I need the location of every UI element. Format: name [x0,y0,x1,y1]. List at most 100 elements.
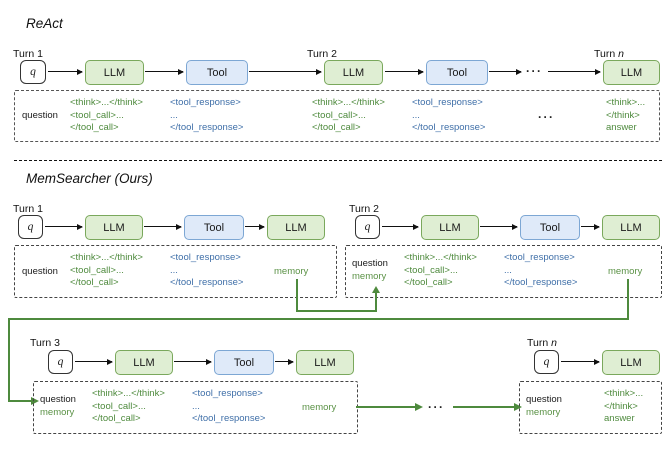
token-toolresp-open-mem-2: <tool_response> [504,252,575,263]
token-group-react-tool1: <tool_response> ... </tool_response> [170,97,243,135]
turn-label-react-2: Turn 2 [307,48,337,60]
arrow-mem3-q-llm [75,361,112,363]
token-toolresp-close-mem-1: </tool_response> [170,277,244,288]
node-llm-mem-1b[interactable]: LLM [267,215,325,240]
section-title-memsearcher: MemSearcher (Ours) [26,171,153,186]
node-tool-react-1[interactable]: Tool [186,60,248,85]
token-toolcall-open-react-2: <tool_call>... [312,109,366,121]
token-think-close-mem-n: </think> [604,400,638,412]
token-question-mem-1: question [22,266,58,277]
token-answer-react-n: answer [606,122,637,133]
token-memory-out-mem-1: memory [274,266,309,277]
token-group-react-tool2: <tool_response> ... </tool_response> [412,97,485,135]
node-tool-mem-2[interactable]: Tool [520,215,580,240]
arrow-react-tool2-ellipsis [489,71,521,73]
token-toolcall-open-react-1: <tool_call>... [70,109,124,121]
node-tool-mem-3[interactable]: Tool [214,350,274,375]
token-group-mem3-tool: <tool_response> ... </tool_response> [192,388,265,426]
token-toolresp-close-mem-3: </tool_response> [192,413,266,424]
turn-label-mem-n-index: n [551,337,557,349]
turn-label-mem-n-prefix: Turn [527,337,552,349]
token-toolresp-dots-react-1: ... [170,109,178,121]
token-answer-mem-n: answer [604,413,635,424]
arrow-react-llm2-tool2 [385,71,423,73]
arrow-mem3-tool-llm [275,361,293,363]
token-think-mem-3: <think>...</think> [92,388,165,399]
token-toolresp-dots-mem-1: ... [170,264,178,276]
token-think-react-1: <think>...</think> [70,97,143,108]
turn-label-react-n: Turn n [594,48,624,60]
arrow-mem3-llm-tool [174,361,211,363]
token-group-react-llm1: <think>...</think> <tool_call>... </tool… [70,97,143,135]
token-group-mem2-tool: <tool_response> ... </tool_response> [504,252,577,290]
green-connector-ellipsis-to-turnn [453,406,515,408]
node-query-mem-3[interactable]: q [48,350,73,374]
node-llm-mem-3a[interactable]: LLM [115,350,173,375]
turn-label-react-1: Turn 1 [13,48,43,60]
arrow-mem2-tool-llm [581,226,599,228]
arrow-react-tool1-llm2 [249,71,321,73]
context-box-mem-1 [14,245,337,298]
token-toolresp-close-mem-2: </tool_response> [504,277,578,288]
token-toolcall-open-mem-3: <tool_call>... [92,400,146,412]
green-connector-1-up-arrow [375,292,377,311]
node-query-mem-2[interactable]: q [355,215,380,239]
turn-label-mem-2: Turn 2 [349,203,379,215]
node-llm-mem-2b[interactable]: LLM [602,215,660,240]
token-memory-in-mem-2: memory [352,270,387,282]
token-toolcall-open-mem-2: <tool_call>... [404,264,458,276]
token-toolresp-open-react-1: <tool_response> [170,97,241,108]
node-llm-react-n[interactable]: LLM [603,60,660,85]
ellipsis-react-row: ··· [526,64,543,78]
node-query-mem-n[interactable]: q [534,350,559,374]
arrow-mem1-tool-llm [245,226,264,228]
token-group-memn-input: question memory [526,394,562,419]
token-think-react-2: <think>...</think> [312,97,385,108]
arrow-mem1-q-llm [45,226,82,228]
node-llm-react-1[interactable]: LLM [85,60,144,85]
node-tool-mem-1[interactable]: Tool [184,215,244,240]
arrow-memn-q-llm [561,361,599,363]
arrow-react-ellipsis-llmn [548,71,600,73]
node-llm-mem-1a[interactable]: LLM [85,215,143,240]
section-divider [14,160,662,161]
arrow-mem1-llm-tool [144,226,181,228]
node-llm-mem-2a[interactable]: LLM [421,215,479,240]
token-group-mem2-llm: <think>...</think> <tool_call>... </tool… [404,252,477,290]
node-llm-mem-3b[interactable]: LLM [296,350,354,375]
token-memory-in-mem-3: memory [40,406,75,418]
token-question-mem-3: question [40,394,76,405]
token-toolresp-open-mem-3: <tool_response> [192,388,263,399]
token-toolresp-close-react-2: </tool_response> [412,122,486,133]
green-connector-2-wrap-down [8,318,10,401]
context-box-mem-n [519,381,662,434]
token-memory-out-mem-2: memory [608,266,643,277]
node-query-mem-1[interactable]: q [18,215,43,239]
turn-label-mem-n: Turn n [527,337,557,349]
node-query-react-1[interactable]: q [20,60,46,84]
section-title-react: ReAct [26,16,63,31]
token-group-react-llm2: <think>...</think> <tool_call>... </tool… [312,97,385,135]
ellipsis-react-context: ··· [538,110,555,124]
context-box-mem-2 [345,245,662,298]
token-think-close-react-n: </think> [606,109,640,121]
token-toolresp-open-react-2: <tool_response> [412,97,483,108]
green-connector-2-into-turn3 [8,400,32,402]
token-question-mem-n: question [526,394,562,405]
token-think-mem-1: <think>...</think> [70,252,143,263]
node-tool-react-2[interactable]: Tool [426,60,488,85]
token-think-mem-2: <think>...</think> [404,252,477,263]
token-toolcall-open-mem-1: <tool_call>... [70,264,124,276]
token-toolresp-open-mem-1: <tool_response> [170,252,241,263]
ellipsis-mem-row: ··· [428,400,445,414]
token-toolresp-close-react-1: </tool_response> [170,122,244,133]
turn-label-react-n-prefix: Turn [594,48,619,60]
node-llm-mem-n[interactable]: LLM [602,350,660,375]
node-llm-react-2[interactable]: LLM [324,60,383,85]
token-group-memn-llm: <think>... </think> answer [604,388,643,426]
token-toolresp-dots-mem-2: ... [504,264,512,276]
token-toolcall-close-mem-3: </tool_call> [92,413,141,424]
token-group-mem1-llm: <think>...</think> <tool_call>... </tool… [70,252,143,290]
arrow-react-llm1-tool1 [145,71,183,73]
